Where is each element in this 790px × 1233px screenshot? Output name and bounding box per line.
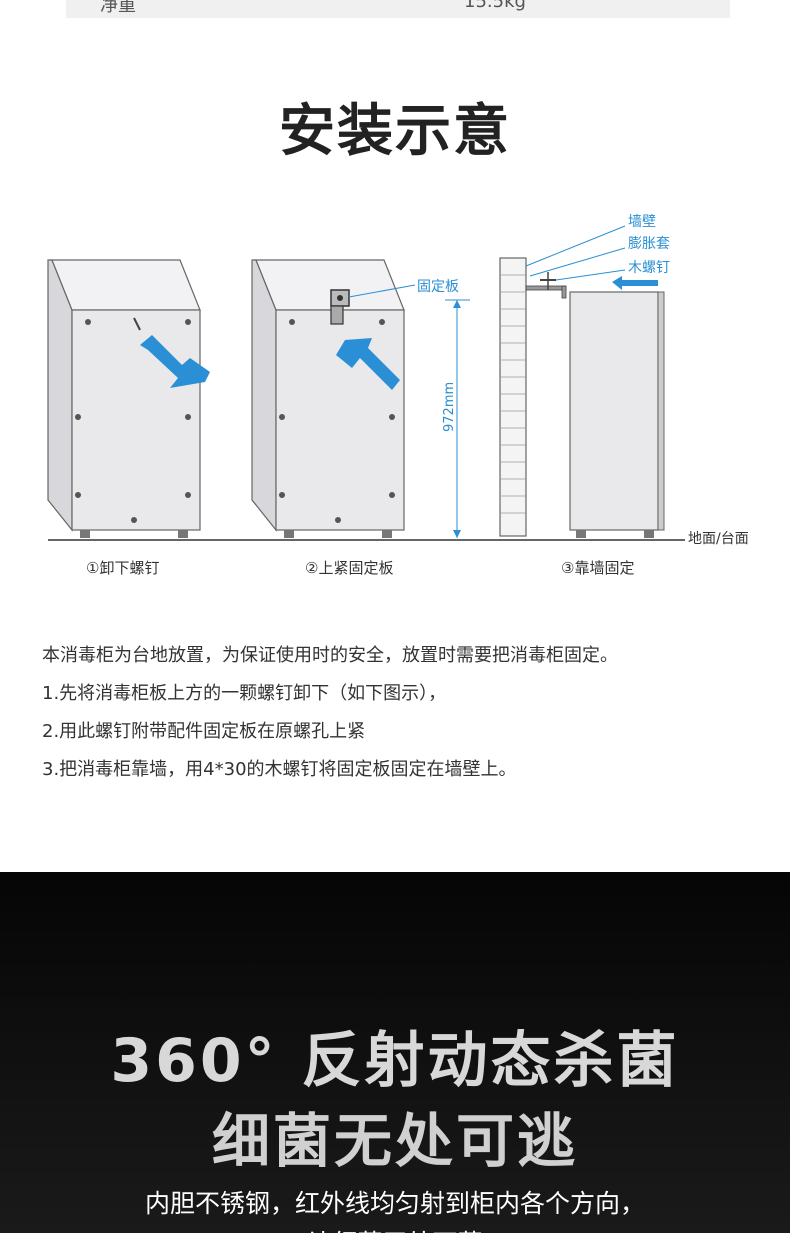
- instruction-intro: 本消毒柜为台地放置，为保证使用时的安全，放置时需要把消毒柜固定。: [42, 645, 618, 666]
- brick-wall: [499, 257, 527, 537]
- cabinet-step2: 固定板 972mm: [251, 259, 470, 538]
- instruction-step-3: 3.把消毒柜靠墙，用4*30的木螺钉将固定板固定在墙壁上。: [42, 759, 517, 780]
- instruction-step-2: 2.用此螺钉附带配件固定板在原螺孔上紧: [42, 721, 366, 742]
- step-label-3: ③靠墙固定: [561, 559, 634, 577]
- step-label-2: ②上紧固定板: [305, 559, 393, 577]
- spec-row: 净重 15.5kg: [66, 0, 730, 18]
- feature-banner: 360° 反射动态杀菌 细菌无处可逃 内胆不锈钢，红外线均匀射到柜内各个方向， …: [0, 872, 790, 1233]
- arrow-icon: [140, 335, 210, 388]
- step-label-1: ①卸下螺钉: [86, 559, 159, 577]
- height-label: 972mm: [442, 382, 457, 432]
- feature-description: 内胆不锈钢，红外线均匀射到柜内各个方向，: [144, 1189, 645, 1218]
- plate-label: 固定板: [417, 279, 459, 295]
- feature-subheadline: 细菌无处可逃: [211, 1107, 578, 1175]
- arrow-icon: [336, 338, 400, 390]
- cabinet-step3: 墙壁 膨胀套 木螺钉: [499, 214, 670, 538]
- section-title: 安装示意: [279, 99, 511, 164]
- ground-label: 地面/台面: [688, 531, 749, 547]
- cabinet-step1: [47, 259, 210, 538]
- feature-description-2: 让细菌无处可藏: [0, 1224, 790, 1233]
- instructions: 本消毒柜为台地放置，为保证使用时的安全，放置时需要把消毒柜固定。 1.先将消毒柜…: [42, 643, 782, 795]
- installation-diagram: 地面/台面 固定板 972mm: [47, 214, 749, 577]
- instruction-step-1: 1.先将消毒柜板上方的一颗螺钉卸下（如下图示），: [42, 683, 447, 704]
- wood-screw-label: 木螺钉: [628, 260, 670, 276]
- feature-headline: 360° 反射动态杀菌: [110, 1026, 680, 1096]
- spec-value: 15.5kg: [464, 0, 526, 12]
- anchor-label: 膨胀套: [628, 235, 670, 252]
- spec-label: 净重: [100, 0, 136, 16]
- arrow-icon: [612, 276, 658, 290]
- wall-label: 墙壁: [628, 214, 656, 230]
